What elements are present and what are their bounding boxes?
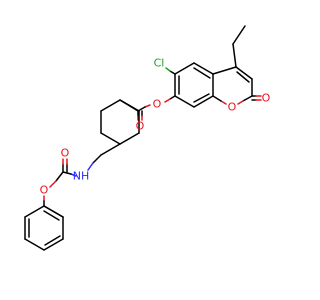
- ester-oxygen-atom-label: O: [153, 98, 162, 111]
- chlorine-atom-label: Cl: [154, 57, 165, 70]
- chloro-substituent: [165, 67, 176, 75]
- methylene-amine-linker: [87, 143, 121, 171]
- ring-oxygen-atom-label: O: [228, 101, 237, 114]
- coumarin-pyranone-ring: [212, 66, 253, 105]
- cyclohexane-ring: [100, 99, 140, 145]
- carbamate-carbonyl-oxygen-label: O: [61, 147, 70, 160]
- molecule-structure: Cl O O O O NH O O: [24, 25, 271, 251]
- aryl-ester-oxygen-bond: [164, 95, 176, 103]
- ester-carbonyl-oxygen-label: O: [136, 120, 145, 133]
- lactone-carbonyl: [251, 95, 262, 101]
- carbamate-ether-oxygen-label: O: [40, 184, 49, 197]
- coumarin-benzene-ring: [174, 62, 214, 108]
- amine-nh-label: NH: [73, 170, 90, 183]
- carbamate-group: [43, 158, 77, 207]
- benzyl-group: [24, 205, 64, 251]
- ethyl-group: [232, 25, 246, 68]
- lactone-carbonyl-oxygen-label: O: [262, 92, 271, 105]
